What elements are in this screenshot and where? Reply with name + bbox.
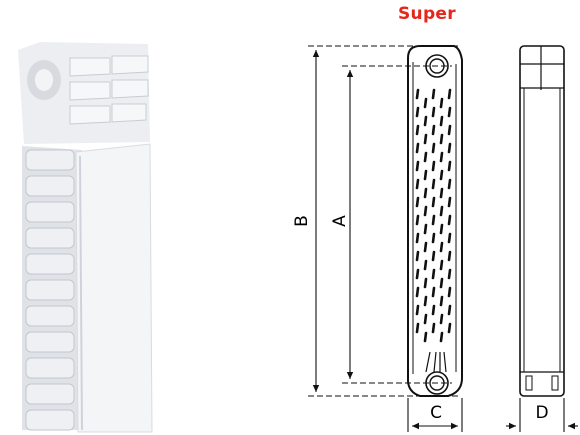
radiator-slot <box>447 214 452 226</box>
radiator-slot <box>447 178 452 190</box>
radiator-slot <box>447 124 452 136</box>
radiator-slot <box>439 151 444 163</box>
radiator-slot <box>415 268 420 280</box>
radiator-slot <box>423 331 428 343</box>
radiator-slot <box>431 106 436 118</box>
radiator-slot <box>415 304 420 316</box>
radiator-slot <box>431 286 436 298</box>
radiator-slot <box>415 250 420 262</box>
radiator-slot <box>423 295 428 307</box>
radiator-slot <box>415 322 420 334</box>
radiator-slot <box>447 268 452 280</box>
radiator-slot <box>447 232 452 244</box>
brand-title: Super <box>398 4 456 24</box>
radiator-slot <box>439 259 444 271</box>
radiator-slot <box>423 205 428 217</box>
radiator-slot <box>439 169 444 181</box>
radiator-slot <box>415 232 420 244</box>
radiator-slot <box>423 223 428 235</box>
radiator-slot <box>423 259 428 271</box>
dimension-label-b: B <box>292 215 312 227</box>
radiator-slot <box>431 232 436 244</box>
radiator-slot <box>439 277 444 289</box>
radiator-front-view <box>407 45 463 397</box>
radiator-slot <box>447 322 452 334</box>
radiator-slot <box>415 142 420 154</box>
radiator-slot <box>447 250 452 262</box>
radiator-slot <box>439 241 444 253</box>
radiator-slot <box>423 115 428 127</box>
radiator-slot <box>439 313 444 325</box>
radiator-slot <box>439 187 444 199</box>
dimension-label-c: C <box>430 403 442 423</box>
radiator-slot <box>431 196 436 208</box>
radiator-slot <box>415 196 420 208</box>
radiator-slot <box>447 142 452 154</box>
radiator-slot <box>431 124 436 136</box>
radiator-slot <box>423 241 428 253</box>
radiator-slot <box>447 196 452 208</box>
radiator-slot <box>439 133 444 145</box>
radiator-slot <box>415 124 420 136</box>
radiator-slot <box>439 295 444 307</box>
radiator-slot <box>447 304 452 316</box>
radiator-slot <box>447 106 452 118</box>
radiator-slot <box>447 286 452 298</box>
dimension-lines <box>308 45 578 432</box>
radiator-slot <box>431 178 436 190</box>
radiator-slot <box>423 187 428 199</box>
radiator-slot <box>415 106 420 118</box>
radiator-photo <box>18 42 153 433</box>
radiator-slot <box>423 277 428 289</box>
radiator-slot <box>439 115 444 127</box>
radiator-slot <box>431 304 436 316</box>
radiator-slot <box>431 322 436 334</box>
radiator-slot <box>423 133 428 145</box>
radiator-slot <box>431 160 436 172</box>
radiator-slot <box>439 97 444 109</box>
radiator-slot <box>439 205 444 217</box>
radiator-side-view <box>519 45 565 397</box>
radiator-slot <box>423 313 428 325</box>
radiator-slot <box>431 88 436 100</box>
radiator-slot <box>439 331 444 343</box>
radiator-slot <box>415 88 420 100</box>
radiator-slot <box>431 250 436 262</box>
radiator-slot <box>415 214 420 226</box>
radiator-slot <box>423 97 428 109</box>
radiator-slot <box>431 142 436 154</box>
radiator-slot <box>431 268 436 280</box>
radiator-slot <box>415 286 420 298</box>
radiator-slot <box>439 223 444 235</box>
dimension-label-d: D <box>535 403 548 423</box>
dimension-label-a: A <box>330 215 350 227</box>
radiator-slot <box>423 151 428 163</box>
radiator-slot <box>447 160 452 172</box>
radiator-slot <box>423 169 428 181</box>
radiator-slot <box>415 160 420 172</box>
radiator-slot <box>447 88 452 100</box>
radiator-slot <box>415 178 420 190</box>
radiator-slot <box>431 214 436 226</box>
